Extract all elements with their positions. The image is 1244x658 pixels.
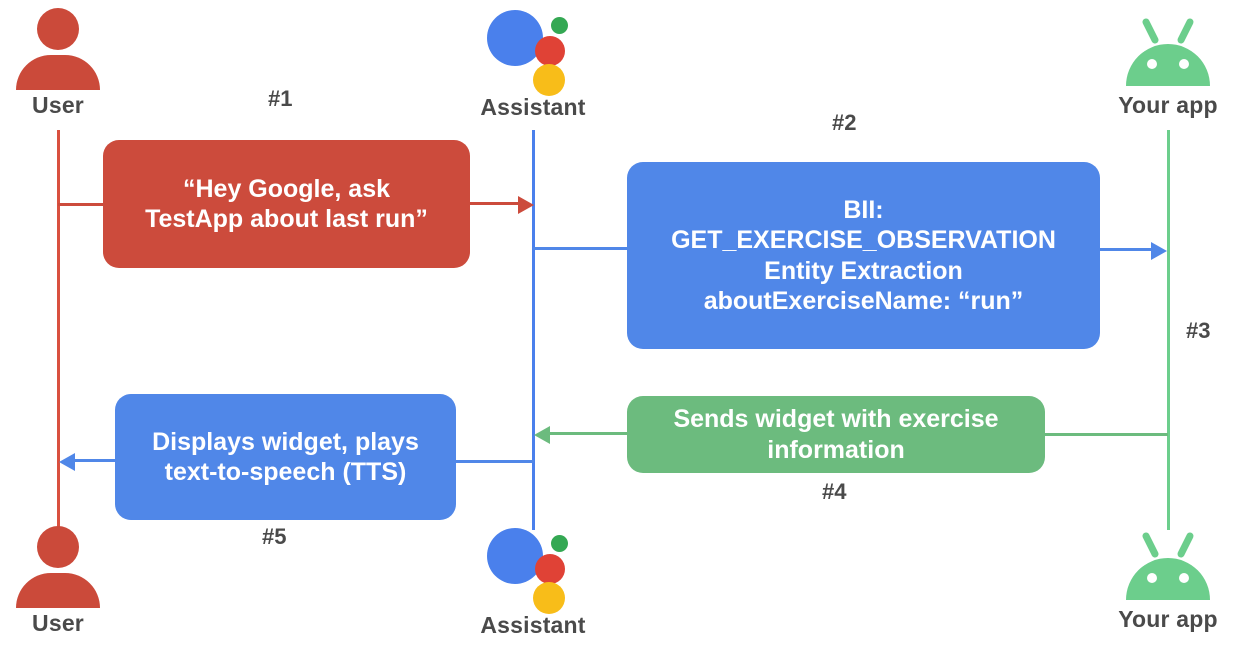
step-label-3: #3 — [1186, 318, 1211, 343]
arrow-step4-head — [534, 426, 550, 444]
step-label-1: #1 — [268, 86, 293, 111]
android-robot-icon-svg — [1126, 18, 1210, 86]
connector-assistant-to-step5 — [456, 460, 534, 463]
actor-your-app-top: Your app — [1088, 14, 1244, 117]
android-robot-icon-svg — [1126, 532, 1210, 600]
arrow-step3-shaft — [1100, 248, 1153, 251]
assistant-icon-yellow-dot — [533, 582, 565, 614]
message-box-step2-line4: aboutExerciseName: “run” — [703, 287, 1024, 315]
actor-label-your-app-top: Your app — [1118, 92, 1218, 118]
android-robot-icon — [1118, 14, 1218, 90]
message-box-step5-line1: Displays widget, plays — [152, 427, 419, 456]
actor-user-bottom: User — [0, 526, 138, 635]
google-assistant-icon — [485, 524, 581, 614]
message-box-step2: BII: GET_EXERCISE_OBSERVATION Entity Ext… — [627, 162, 1100, 349]
assistant-icon-red-dot — [535, 554, 565, 584]
arrow-step1-head — [518, 196, 534, 214]
connector-your-app-to-step4 — [1044, 433, 1168, 436]
message-box-step5: Displays widget, plays text-to-speech (T… — [115, 394, 456, 520]
message-box-step4-line1: Sends widget with exercise — [673, 405, 999, 433]
google-assistant-icon — [485, 6, 581, 96]
step-label-5: #5 — [262, 524, 287, 549]
actor-label-user-bottom: User — [32, 610, 84, 636]
message-box-step4: Sends widget with exercise information — [627, 396, 1045, 473]
message-box-step1-line1: “Hey Google, ask — [182, 174, 391, 203]
user-icon — [16, 8, 100, 90]
lifeline-your-app — [1167, 130, 1170, 530]
actor-label-user-top: User — [32, 92, 84, 118]
message-box-step5-line2: text-to-speech (TTS) — [164, 458, 407, 486]
message-box-step1: “Hey Google, ask TestApp about last run” — [103, 140, 470, 268]
assistant-icon-green-dot — [551, 535, 568, 552]
arrow-step3-head — [1151, 242, 1167, 260]
step-label-2: #2 — [832, 110, 857, 135]
assistant-icon-yellow-dot — [533, 64, 565, 96]
arrow-step4-shaft — [548, 432, 628, 435]
assistant-icon-red-dot — [535, 36, 565, 66]
user-icon-body — [16, 573, 100, 608]
actor-assistant-bottom: Assistant — [453, 524, 613, 637]
message-box-step2-line2: GET_EXERCISE_OBSERVATION — [671, 226, 1056, 254]
message-box-step1-line2: TestApp about last run” — [145, 205, 428, 233]
message-box-step2-line1: BII: — [843, 195, 884, 224]
arrow-step1-shaft — [470, 202, 520, 205]
actor-label-assistant-top: Assistant — [480, 94, 586, 120]
step-label-4: #4 — [822, 479, 847, 504]
actor-user-top: User — [0, 8, 138, 117]
actor-label-assistant-bottom: Assistant — [480, 612, 586, 638]
actor-assistant-top: Assistant — [453, 6, 613, 119]
actor-your-app-bottom: Your app — [1088, 528, 1244, 631]
android-robot-icon — [1118, 528, 1218, 604]
connector-user-to-step1 — [58, 203, 113, 206]
assistant-icon-blue-dot — [487, 528, 543, 584]
connector-assistant-to-step2 — [533, 247, 628, 250]
assistant-icon-blue-dot — [487, 10, 543, 66]
user-icon-head — [37, 526, 79, 568]
arrow-step5-head — [59, 453, 75, 471]
assistant-icon-green-dot — [551, 17, 568, 34]
user-icon-head — [37, 8, 79, 50]
message-box-step4-line2: information — [767, 435, 905, 464]
user-icon — [16, 526, 100, 608]
arrow-step5-shaft — [73, 459, 118, 462]
message-box-step2-line3: Entity Extraction — [764, 256, 963, 285]
lifeline-user — [57, 130, 60, 530]
user-icon-body — [16, 55, 100, 90]
lifeline-assistant — [532, 130, 535, 530]
actor-label-your-app-bottom: Your app — [1118, 606, 1218, 632]
